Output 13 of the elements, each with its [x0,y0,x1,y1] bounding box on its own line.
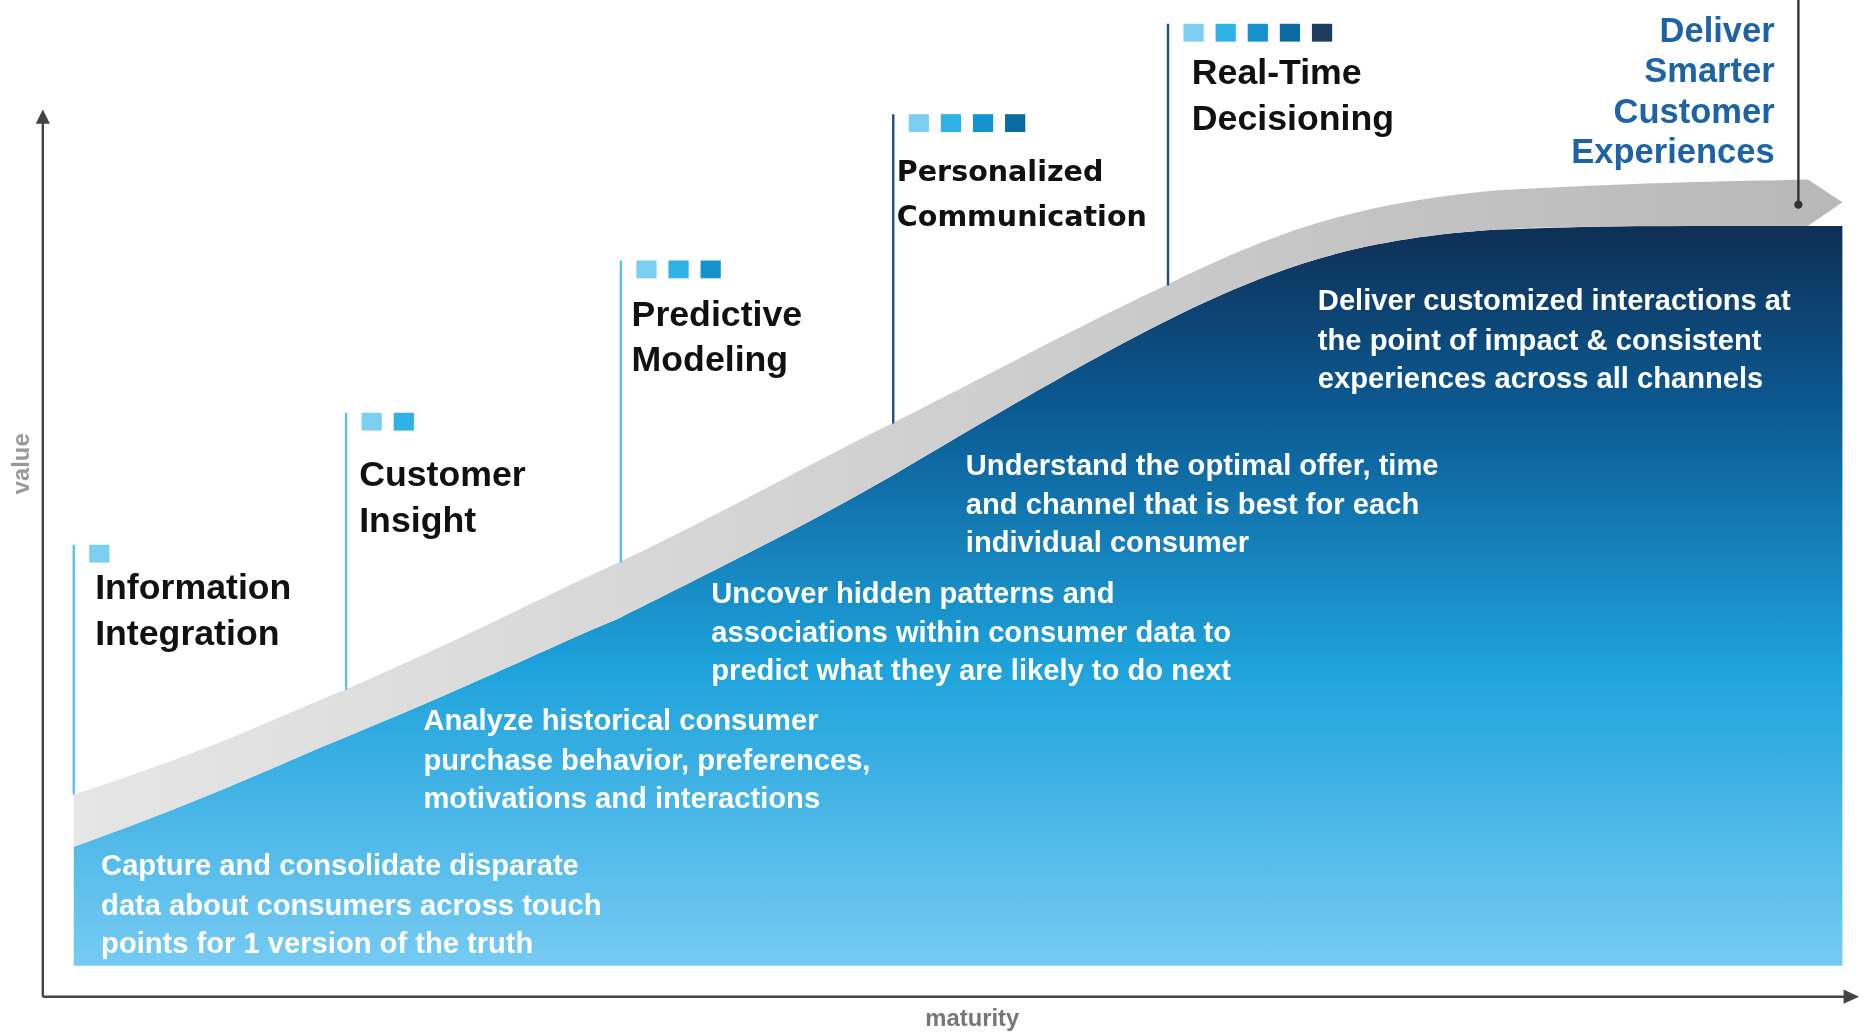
stage-title: Customer Insight [359,453,527,541]
stage-description: Deliver customized interactions at the point of impact & consistent experiences across all channels [1317,283,1792,396]
stage-description: Analyze historical consumer purchase behavior, preferences, motivations and interactions [423,703,872,816]
stage-description: Understand the optimal offer, time and channel that is best for each individual consumer [965,447,1440,560]
stage-title: Predictive Modeling [631,292,804,381]
axis-label: maturity [925,1005,1020,1033]
stage-title: Information Integration [95,566,293,654]
stage-description: Capture and consolidate disparate data about consumers across touch points for 1 version of the truth [101,848,603,961]
callout-text: Deliver Smarter Customer Experiences [1534,9,1775,172]
stage-title: Real-Time Decisioning [1191,51,1396,139]
stage-description: Uncover hidden patterns and associations within consumer data to predict what they are likely to do next [711,575,1233,689]
stage-title: Personalized Communication [896,153,1148,236]
leader-line [1794,0,1803,209]
